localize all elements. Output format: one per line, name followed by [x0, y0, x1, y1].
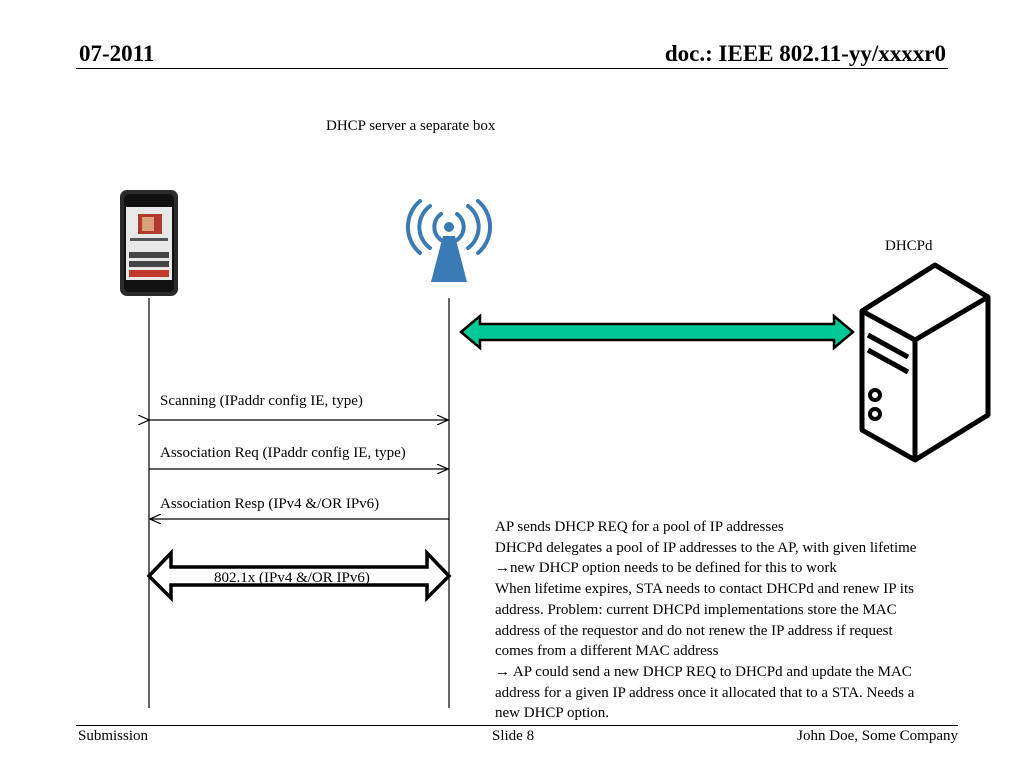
- dot1x-label: 802.1x (IPv4 &/OR IPv6): [214, 570, 370, 586]
- notes-line: AP sends DHCP REQ for a pool of IP addre…: [495, 519, 784, 535]
- footer-submission: Submission: [78, 728, 149, 744]
- header-divider: [76, 68, 948, 69]
- notes-line: →new DHCP option needs to be defined for…: [495, 560, 837, 577]
- mobile-phone-icon: [120, 190, 178, 296]
- server-tower-icon: [859, 262, 991, 463]
- message-label-association-resp: Association Resp (IPv4 &/OR IPv6): [160, 496, 380, 512]
- wireless-antenna-icon: [405, 199, 493, 255]
- footer-divider: [76, 725, 958, 726]
- notes-line: new DHCP option.: [495, 705, 610, 722]
- ap-dhcpd-exchange-arrow: [459, 313, 855, 351]
- server-label: DHCPd: [885, 238, 933, 254]
- diagram-subtitle: DHCP server a separate box: [326, 118, 496, 134]
- message-label-association-req: Association Req (IPaddr config IE, type): [160, 445, 406, 461]
- message-label-scanning: Scanning (IPaddr config IE, type): [160, 393, 363, 409]
- notes-line: → AP could send a new DHCP REQ to DHCPd …: [495, 663, 912, 680]
- header-date: 07-2011: [79, 41, 155, 66]
- notes-line: DHCPd delegates a pool of IP addresses t…: [495, 539, 917, 556]
- notes-text-block: AP sends DHCP REQ for a pool of IP addre…: [495, 517, 985, 724]
- dot1x-exchange-arrow: [146, 548, 452, 603]
- footer-author: John Doe, Some Company: [797, 728, 958, 744]
- header-doc-id: doc.: IEEE 802.11-yy/xxxxr0: [664, 41, 946, 66]
- notes-line: address of the requestor and do not rene…: [495, 622, 893, 639]
- notes-line: comes from a different MAC address: [495, 643, 719, 660]
- notes-line: address. Problem: current DHCPd implemen…: [495, 601, 897, 618]
- notes-line: When lifetime expires, STA needs to cont…: [495, 581, 914, 598]
- notes-line: address for a given IP address once it a…: [495, 684, 915, 701]
- footer-slide-number: Slide 8: [492, 728, 535, 744]
